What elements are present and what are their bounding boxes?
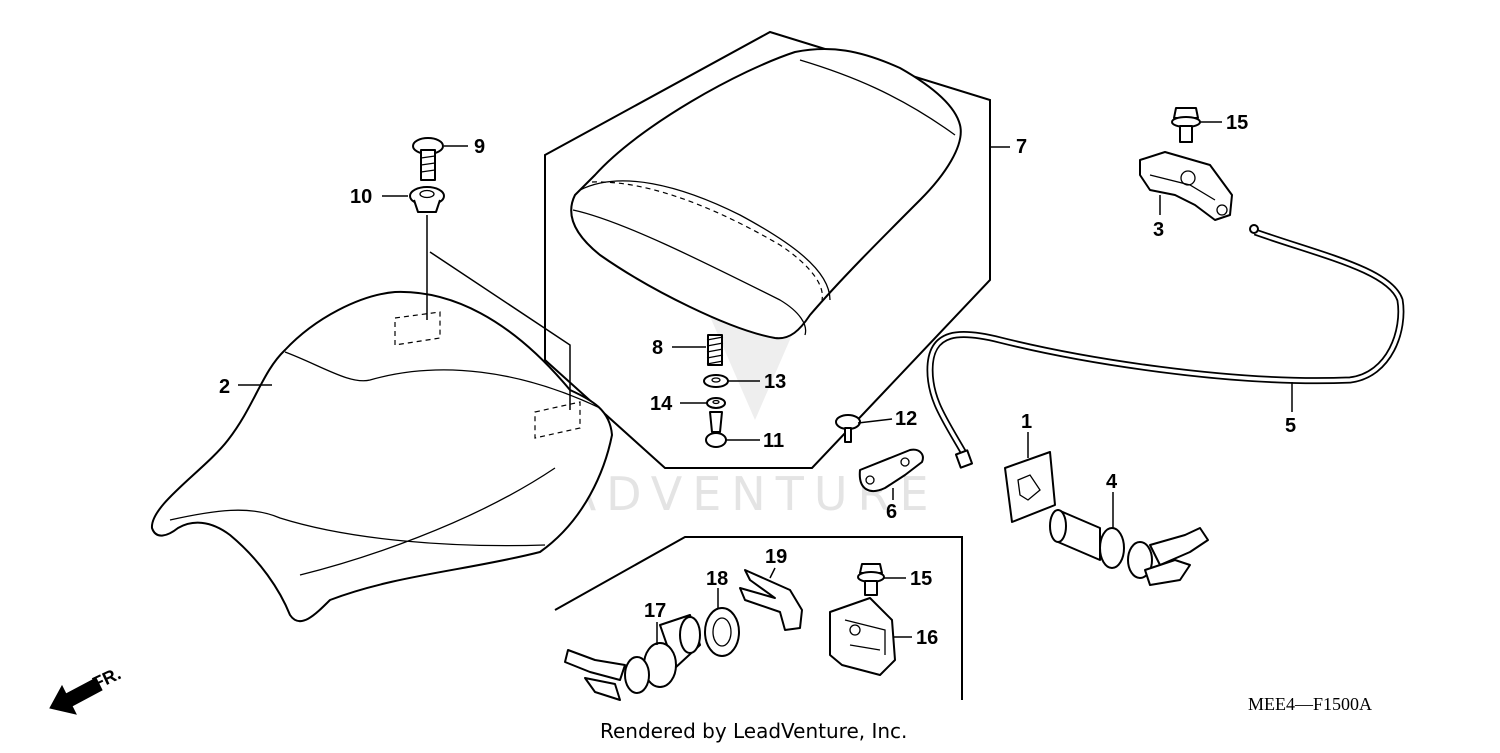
lock-clip-19[interactable] bbox=[739, 569, 803, 631]
callout-19: 19 bbox=[765, 546, 787, 568]
callout-4: 4 bbox=[1106, 471, 1118, 493]
callout-18: 18 bbox=[706, 568, 728, 590]
front-direction-arrow-icon bbox=[49, 677, 103, 715]
pillion-seat-cowl[interactable] bbox=[570, 47, 962, 340]
bracket-6[interactable] bbox=[858, 448, 924, 492]
callout-7: 7 bbox=[1016, 136, 1027, 158]
footer-credit: Rendered by LeadVenture, Inc. bbox=[600, 719, 907, 743]
seat-lock-cable-5[interactable] bbox=[926, 224, 1405, 469]
callout-10: 10 bbox=[350, 186, 372, 208]
key-cylinder-17[interactable] bbox=[564, 614, 701, 701]
front-seat[interactable] bbox=[150, 290, 613, 623]
callout-8: 8 bbox=[652, 337, 663, 359]
washer-13[interactable] bbox=[703, 374, 729, 388]
callout-2: 2 bbox=[219, 376, 230, 398]
bolt-9[interactable] bbox=[412, 137, 444, 181]
pillion-group-frame bbox=[544, 30, 991, 469]
bolt-15-lower[interactable] bbox=[857, 563, 885, 596]
callout-15-lower: 15 bbox=[910, 568, 932, 590]
spring-8[interactable] bbox=[706, 334, 724, 366]
callout-16: 16 bbox=[916, 627, 938, 649]
washer-14[interactable] bbox=[706, 397, 726, 409]
washer-18[interactable] bbox=[704, 607, 740, 657]
lock-group-frame bbox=[554, 536, 963, 700]
front-direction-indicator: FR. bbox=[49, 663, 124, 715]
callout-3: 3 bbox=[1153, 219, 1164, 241]
callout-13: 13 bbox=[764, 371, 786, 393]
callout-5: 5 bbox=[1285, 415, 1296, 437]
callout-1: 1 bbox=[1021, 411, 1032, 433]
key-cylinder-set-4[interactable] bbox=[1049, 509, 1209, 586]
callout-9: 9 bbox=[474, 136, 485, 158]
callout-6: 6 bbox=[886, 501, 897, 523]
lock-stay-plate-1[interactable] bbox=[1004, 451, 1056, 523]
leader-lines bbox=[238, 121, 1293, 645]
callout-15-upper: 15 bbox=[1226, 112, 1248, 134]
helmet-holder-16[interactable] bbox=[829, 597, 896, 676]
diagram-code: MEE4—F1500A bbox=[1248, 694, 1372, 714]
bolt-15-upper[interactable] bbox=[1171, 107, 1201, 143]
trim-clip-12[interactable] bbox=[835, 414, 861, 443]
seat-latch-3[interactable] bbox=[1139, 151, 1233, 221]
grommet-10[interactable] bbox=[409, 186, 445, 213]
callout-14: 14 bbox=[650, 393, 673, 415]
screw-11[interactable] bbox=[705, 411, 727, 448]
seat-mount-guide-lines bbox=[426, 215, 571, 410]
callout-labels: 1 2 3 4 5 6 7 8 9 10 11 12 13 14 15 15 1… bbox=[219, 112, 1296, 649]
callout-11: 11 bbox=[763, 430, 784, 452]
callout-17: 17 bbox=[644, 600, 666, 622]
callout-12: 12 bbox=[895, 408, 917, 430]
